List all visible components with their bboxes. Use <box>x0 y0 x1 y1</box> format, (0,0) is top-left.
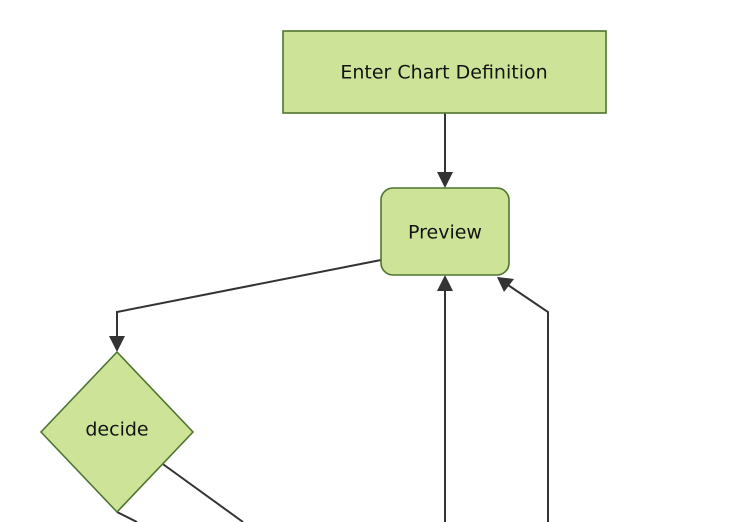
node-decide[interactable]: decide <box>39 350 195 514</box>
edges-layer <box>109 113 549 522</box>
arrowhead-bottom-right-to-preview <box>497 277 514 292</box>
node-preview-label: Preview <box>408 222 482 244</box>
node-decide-shape[interactable] <box>39 350 195 514</box>
edge-decide-bottom-out <box>116 511 138 522</box>
node-decide-label: decide <box>85 419 148 441</box>
node-preview-shape[interactable] <box>380 187 510 276</box>
node-enter-chart-definition-label: Enter Chart Definition <box>340 62 547 84</box>
arrowhead-bottom-center-to-preview <box>437 275 453 291</box>
arrowhead-enter-to-preview <box>437 172 453 188</box>
node-enter-chart-definition[interactable]: Enter Chart Definition <box>282 30 607 114</box>
edge-preview-to-decide <box>116 259 382 338</box>
arrowhead-preview-to-decide <box>109 336 125 352</box>
node-enter-chart-definition-shape[interactable] <box>282 30 607 114</box>
edge-decide-right-out <box>159 461 244 522</box>
edge-bottom-right-to-preview <box>507 284 549 522</box>
node-preview[interactable]: Preview <box>380 187 510 276</box>
